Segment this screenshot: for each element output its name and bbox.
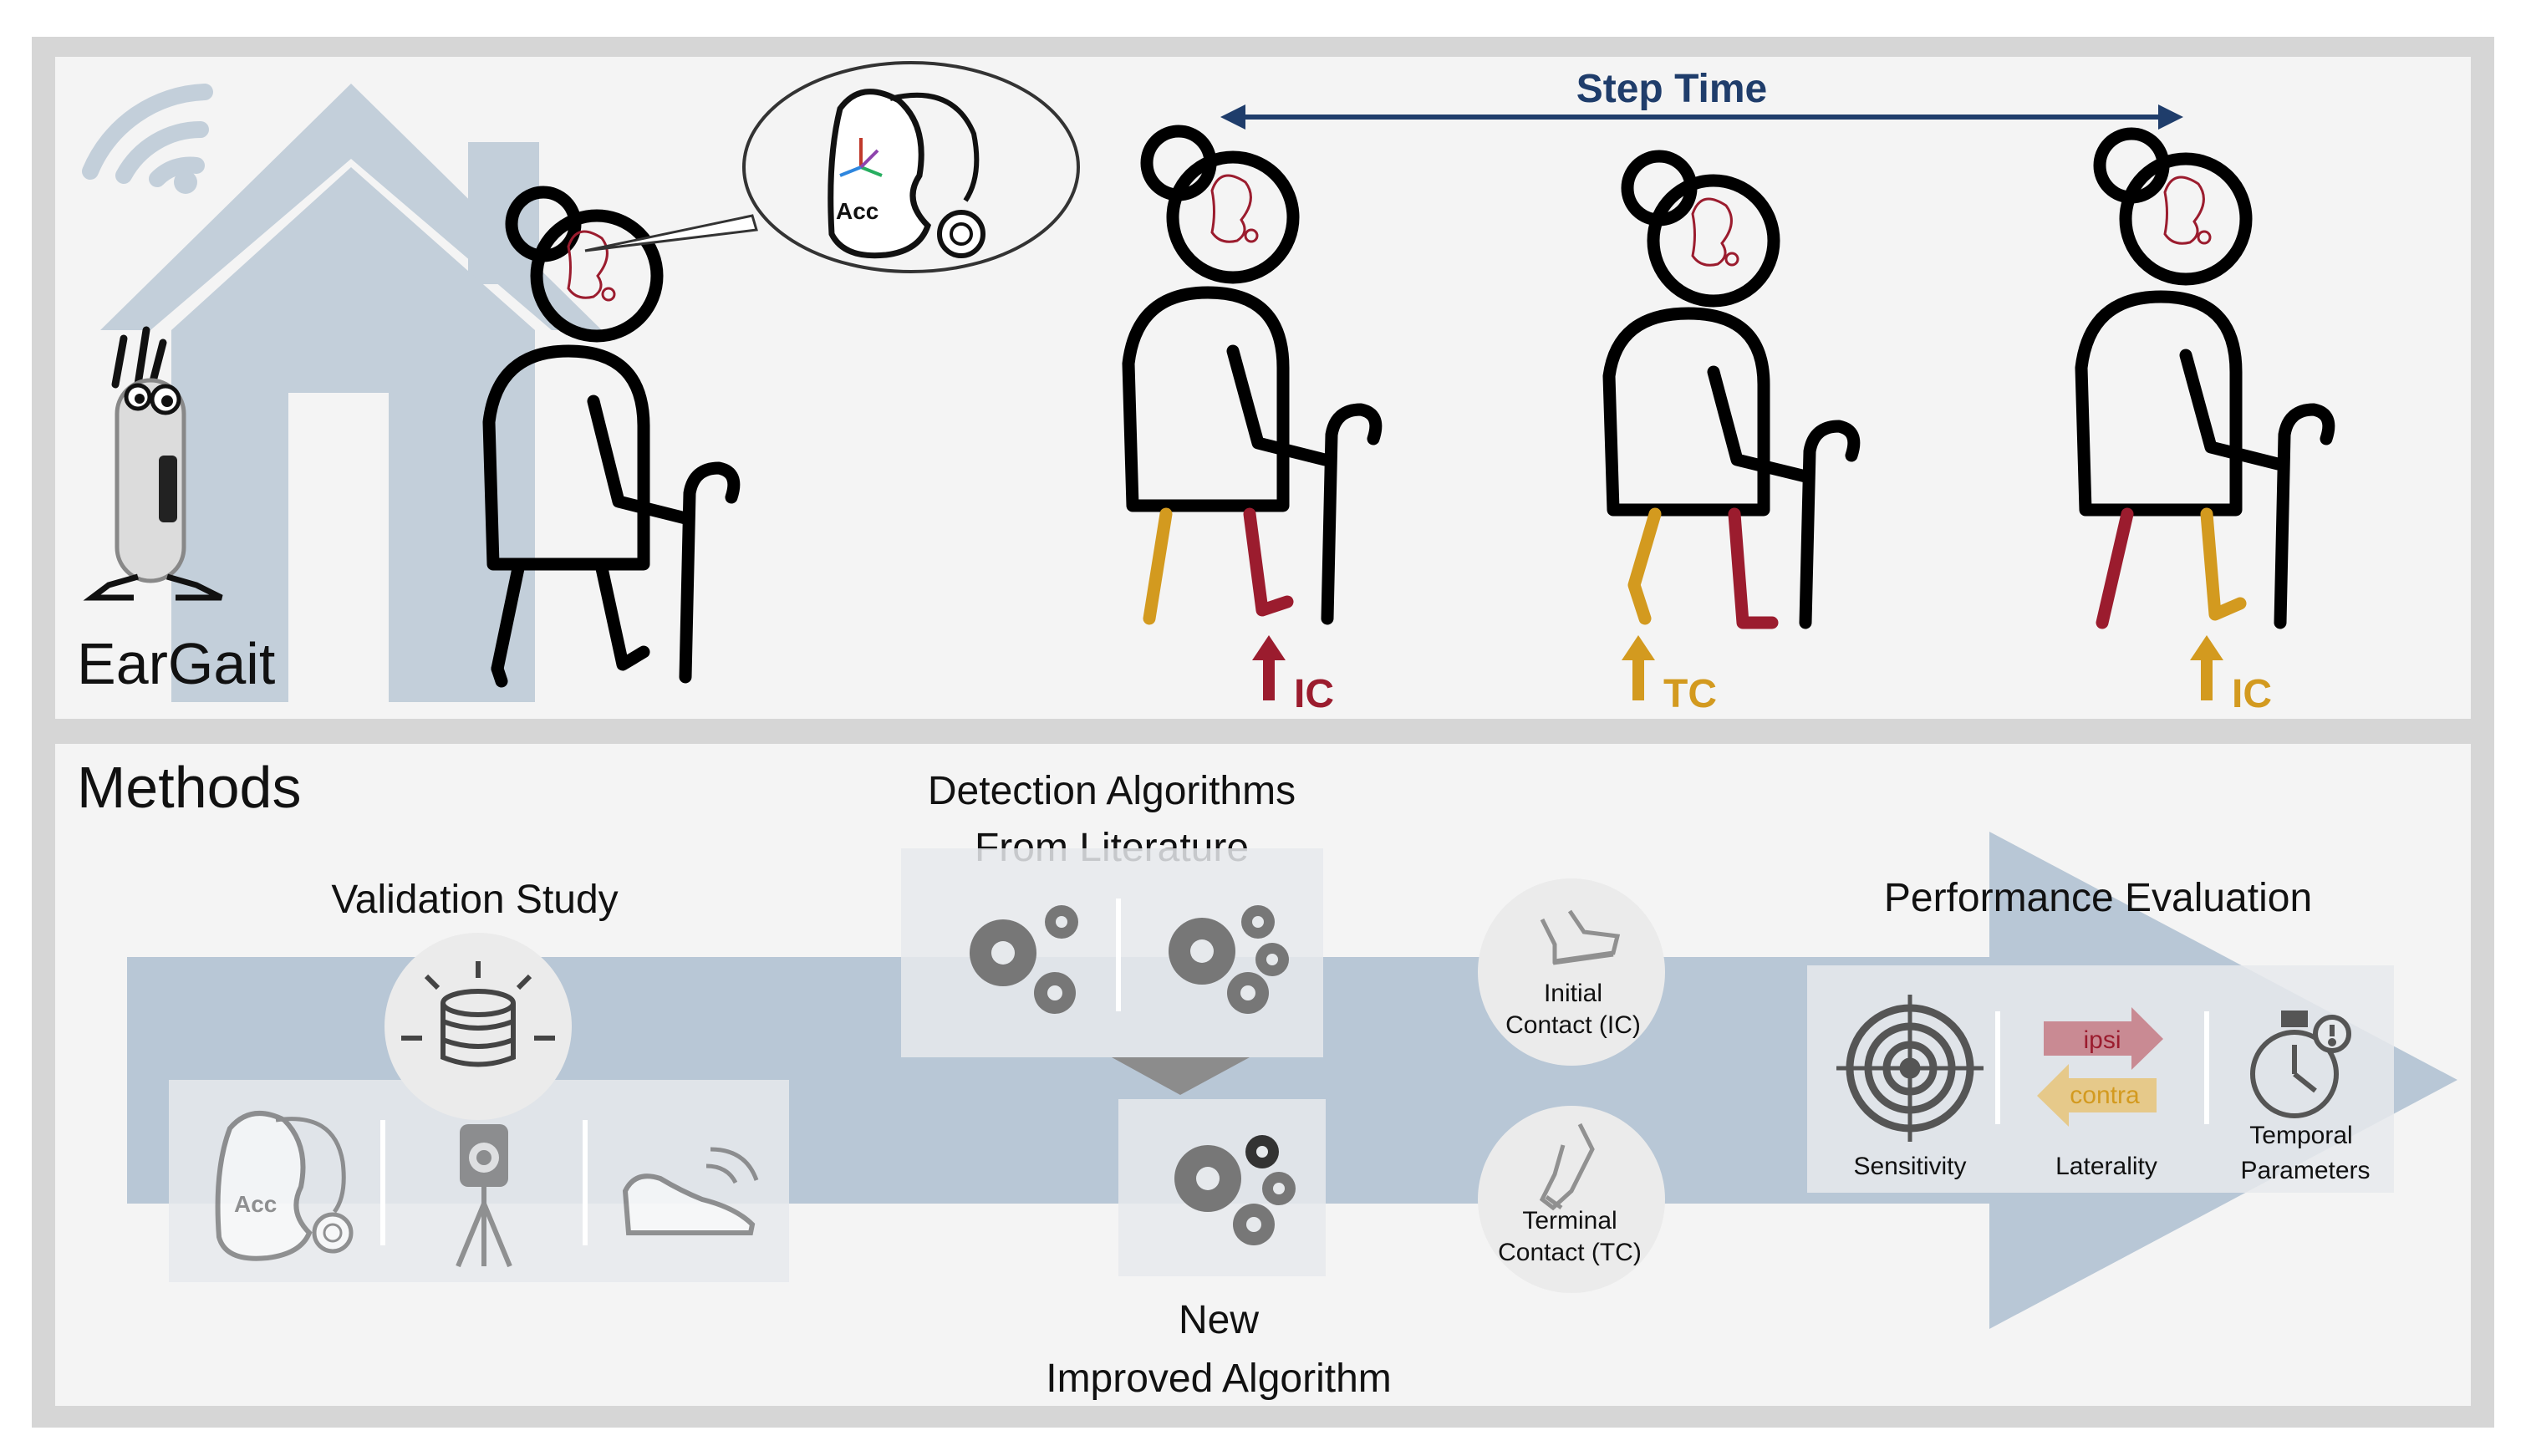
foot-toe-off-icon: [1539, 1123, 1595, 1211]
detection-title-line1: Detection Algorithms: [928, 769, 1296, 813]
smart-shoe-icon: [622, 1147, 759, 1235]
new-algorithm-line1: New: [1179, 1298, 1259, 1342]
event-label-ic-1: IC: [1294, 672, 1334, 716]
laterality-label: Laterality: [2055, 1153, 2157, 1180]
ipsi-label: ipsi: [2083, 1026, 2121, 1054]
accelerometer-axes-icon: [839, 138, 883, 177]
walking-figure-2: [1602, 150, 1861, 629]
initial-contact-line2: Contact (IC): [1505, 1011, 1641, 1039]
validation-study-title: Validation Study: [331, 878, 618, 922]
down-arrow: [1112, 1057, 1250, 1095]
validation-acc-label: Acc: [234, 1191, 277, 1217]
temporal-line1: Temporal: [2249, 1122, 2352, 1149]
event-label-ic-2: IC: [2232, 672, 2272, 716]
hearing-aid-callout: Acc: [584, 61, 1080, 273]
gears-icon-literature-1: [970, 905, 1078, 1014]
hearing-aid-mascot-icon: [83, 326, 223, 601]
event-marker-3: IC: [2190, 635, 2272, 716]
acc-label: Acc: [836, 198, 878, 224]
brand-label: EarGait: [77, 631, 275, 696]
terminal-contact-bubble: [1478, 1106, 1665, 1293]
camera-tripod-icon: [456, 1124, 512, 1268]
hearing-aid-icon: Acc: [215, 1111, 354, 1261]
temporal-line2: Parameters: [2240, 1157, 2370, 1184]
methods-title: Methods: [77, 755, 301, 820]
new-algorithm-line2: Improved Algorithm: [1046, 1357, 1392, 1401]
event-marker-2: TC: [1622, 635, 1717, 716]
step-time-label: Step Time: [1576, 67, 1768, 111]
performance-title: Performance Evaluation: [1884, 876, 2312, 920]
gears-icon-new: [1174, 1135, 1296, 1245]
sensitivity-label: Sensitivity: [1853, 1153, 1966, 1180]
target-icon: [1836, 995, 1984, 1142]
house-icon: [100, 84, 602, 702]
gears-icon-literature-2: [1169, 905, 1289, 1014]
terminal-contact-line2: Contact (TC): [1498, 1239, 1642, 1266]
terminal-contact-line1: Terminal: [1522, 1207, 1617, 1235]
laterality-arrows-icon: ipsi contra: [2037, 1007, 2163, 1127]
step-time-indicator: Step Time: [1220, 67, 2183, 130]
stopwatch-icon: [2250, 1011, 2351, 1118]
walking-figure-1: [1122, 125, 1383, 625]
wifi-icon: [82, 84, 213, 194]
database-icon: [401, 961, 555, 1067]
top-panel: EarGait: [55, 57, 2471, 719]
event-label-tc: TC: [1663, 672, 1717, 716]
initial-contact-bubble: [1478, 878, 1665, 1066]
foot-heel-strike-icon: [1540, 909, 1621, 965]
walking-figure-3: [2075, 127, 2335, 629]
event-marker-1: IC: [1252, 635, 1334, 716]
initial-contact-line1: Initial: [1544, 980, 1602, 1007]
contra-label: contra: [2070, 1082, 2140, 1109]
standing-person-figure: [482, 186, 741, 688]
methods-panel: Methods Validation Study Acc: [55, 744, 2471, 1406]
